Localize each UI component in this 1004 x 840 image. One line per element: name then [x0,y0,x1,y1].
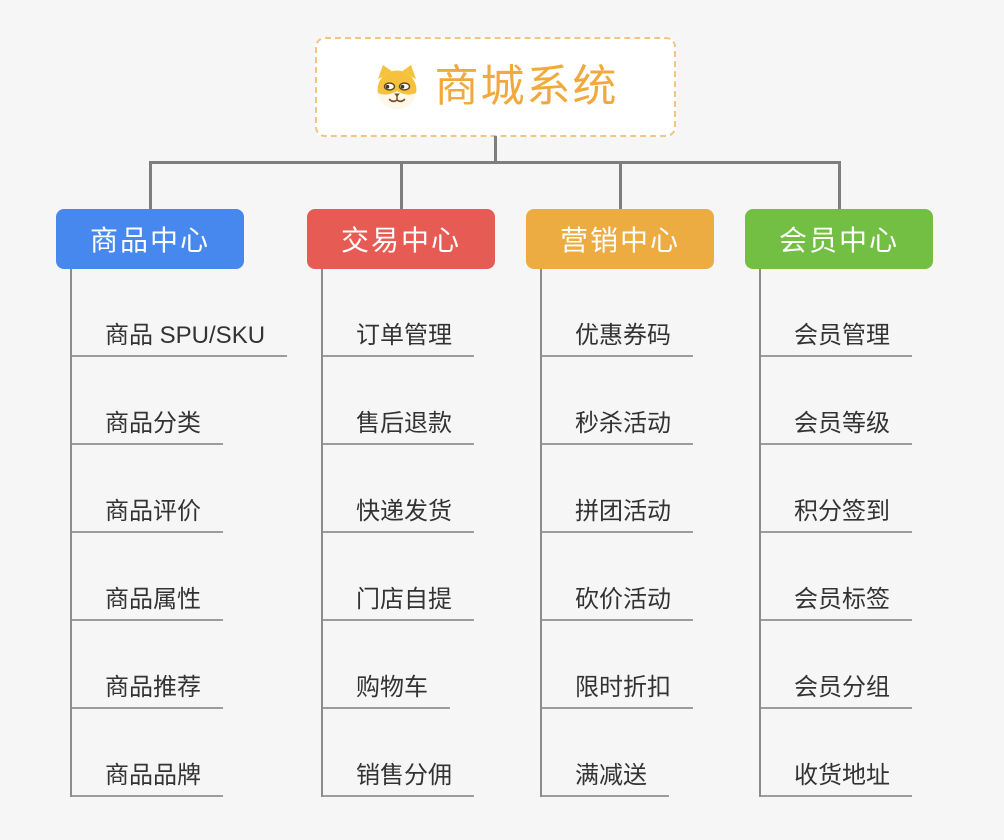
branch-leaf-list: 优惠券码秒杀活动拼团活动砍价活动限时折扣满减送 [540,269,693,797]
branch-header[interactable]: 会员中心 [745,209,933,269]
branch-header[interactable]: 营销中心 [526,209,714,269]
leaf-node[interactable]: 商品评价 [72,445,223,533]
leaf-node[interactable]: 会员标签 [761,533,912,621]
root-node-label: 商城系统 [434,62,619,111]
root-node-mall-system[interactable]: 商城系统 [315,37,676,137]
branch-column: 营销中心优惠券码秒杀活动拼团活动砍价活动限时折扣满减送 [526,209,714,797]
leaf-node[interactable]: 销售分佣 [323,709,474,797]
leaf-node[interactable]: 商品推荐 [72,621,223,709]
dog-face-icon [373,63,421,111]
connector-branch-drop [148,163,152,209]
branch-leaf-list: 订单管理售后退款快递发货门店自提购物车销售分佣 [321,269,474,797]
leaf-node[interactable]: 售后退款 [323,357,474,445]
leaf-node[interactable]: 砍价活动 [542,533,693,621]
branch-header[interactable]: 交易中心 [307,209,495,269]
connector-branch-drop [618,163,622,209]
branch-column: 会员中心会员管理会员等级积分签到会员标签会员分组收货地址 [745,209,933,797]
branch-leaf-list: 会员管理会员等级积分签到会员标签会员分组收货地址 [759,269,912,797]
connector-root-stem [494,136,497,163]
leaf-node[interactable]: 商品分类 [72,357,223,445]
connector-branch-drop [399,163,403,209]
leaf-node[interactable]: 限时折扣 [542,621,693,709]
leaf-node[interactable]: 会员分组 [761,621,912,709]
leaf-node[interactable]: 秒杀活动 [542,357,693,445]
branch-column: 交易中心订单管理售后退款快递发货门店自提购物车销售分佣 [307,209,495,797]
leaf-node[interactable]: 商品属性 [72,533,223,621]
leaf-node[interactable]: 拼团活动 [542,445,693,533]
leaf-node[interactable]: 订单管理 [323,269,474,357]
leaf-node[interactable]: 优惠券码 [542,269,693,357]
leaf-node[interactable]: 会员管理 [761,269,912,357]
leaf-node[interactable]: 快递发货 [323,445,474,533]
leaf-node[interactable]: 会员等级 [761,357,912,445]
leaf-node[interactable]: 积分签到 [761,445,912,533]
leaf-node[interactable]: 商品品牌 [72,709,223,797]
connector-bus-line [149,161,841,164]
leaf-node[interactable]: 收货地址 [761,709,912,797]
leaf-node[interactable]: 购物车 [323,621,450,709]
leaf-node[interactable]: 满减送 [542,709,669,797]
branch-header[interactable]: 商品中心 [56,209,244,269]
leaf-node[interactable]: 门店自提 [323,533,474,621]
connector-branch-drop [837,163,841,209]
leaf-node[interactable]: 商品 SPU/SKU [72,269,288,357]
